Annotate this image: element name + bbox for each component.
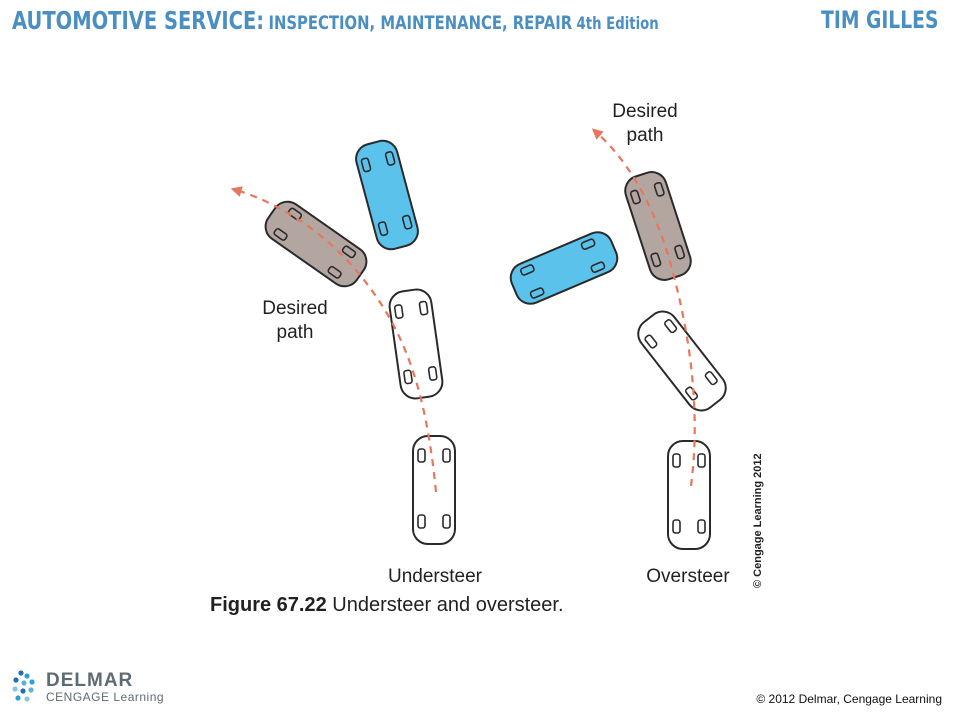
figure-caption-text: Understeer and oversteer. bbox=[332, 594, 564, 616]
understeer-car-start bbox=[412, 435, 456, 545]
understeer-desired-path-label: Desired path bbox=[255, 297, 335, 345]
figure-caption: Figure 67.22 Understeer and oversteer. bbox=[210, 594, 564, 617]
understeer-label: Understeer bbox=[388, 566, 482, 587]
oversteer-label: Oversteer bbox=[646, 566, 730, 587]
slide-header: AUTOMOTIVE SERVICE: INSPECTION, MAINTENA… bbox=[0, 0, 960, 44]
book-title-sub: INSPECTION, MAINTENANCE, REPAIR bbox=[268, 12, 573, 34]
book-title-main: AUTOMOTIVE SERVICE: bbox=[12, 6, 265, 35]
understeer-car-actual bbox=[351, 136, 423, 254]
delmar-logo-mark-icon bbox=[12, 670, 35, 702]
book-edition: 4th Edition bbox=[576, 14, 659, 34]
figure-number: Figure 67.22 bbox=[210, 594, 327, 616]
label-line-desired: Desired bbox=[262, 298, 328, 319]
oversteer-desired-path-label: Desired path bbox=[600, 100, 690, 148]
logo-name: DELMAR bbox=[46, 670, 134, 691]
label-line-path: path bbox=[276, 322, 314, 343]
book-title: AUTOMOTIVE SERVICE: INSPECTION, MAINTENA… bbox=[12, 6, 659, 35]
label-line-desired: Desired bbox=[612, 101, 678, 122]
vertical-copyright: © Cengage Learning 2012 bbox=[752, 453, 764, 588]
oversteer-desired-path-arrow bbox=[591, 128, 696, 487]
oversteer-car-actual bbox=[505, 226, 623, 310]
understeer-car-desired bbox=[258, 194, 374, 294]
oversteer-car-mid bbox=[631, 304, 733, 418]
label-line-path: path bbox=[626, 125, 664, 146]
understeer-desired-path-arrow bbox=[230, 186, 438, 493]
author-name: TIM GILLES bbox=[820, 6, 938, 34]
oversteer-car-start bbox=[667, 440, 711, 550]
footer-copyright: © 2012 Delmar, Cengage Learning bbox=[756, 692, 942, 706]
logo-subtitle: CENGAGE Learning bbox=[46, 690, 165, 704]
delmar-cengage-logo: DELMAR CENGAGE Learning bbox=[12, 666, 182, 706]
